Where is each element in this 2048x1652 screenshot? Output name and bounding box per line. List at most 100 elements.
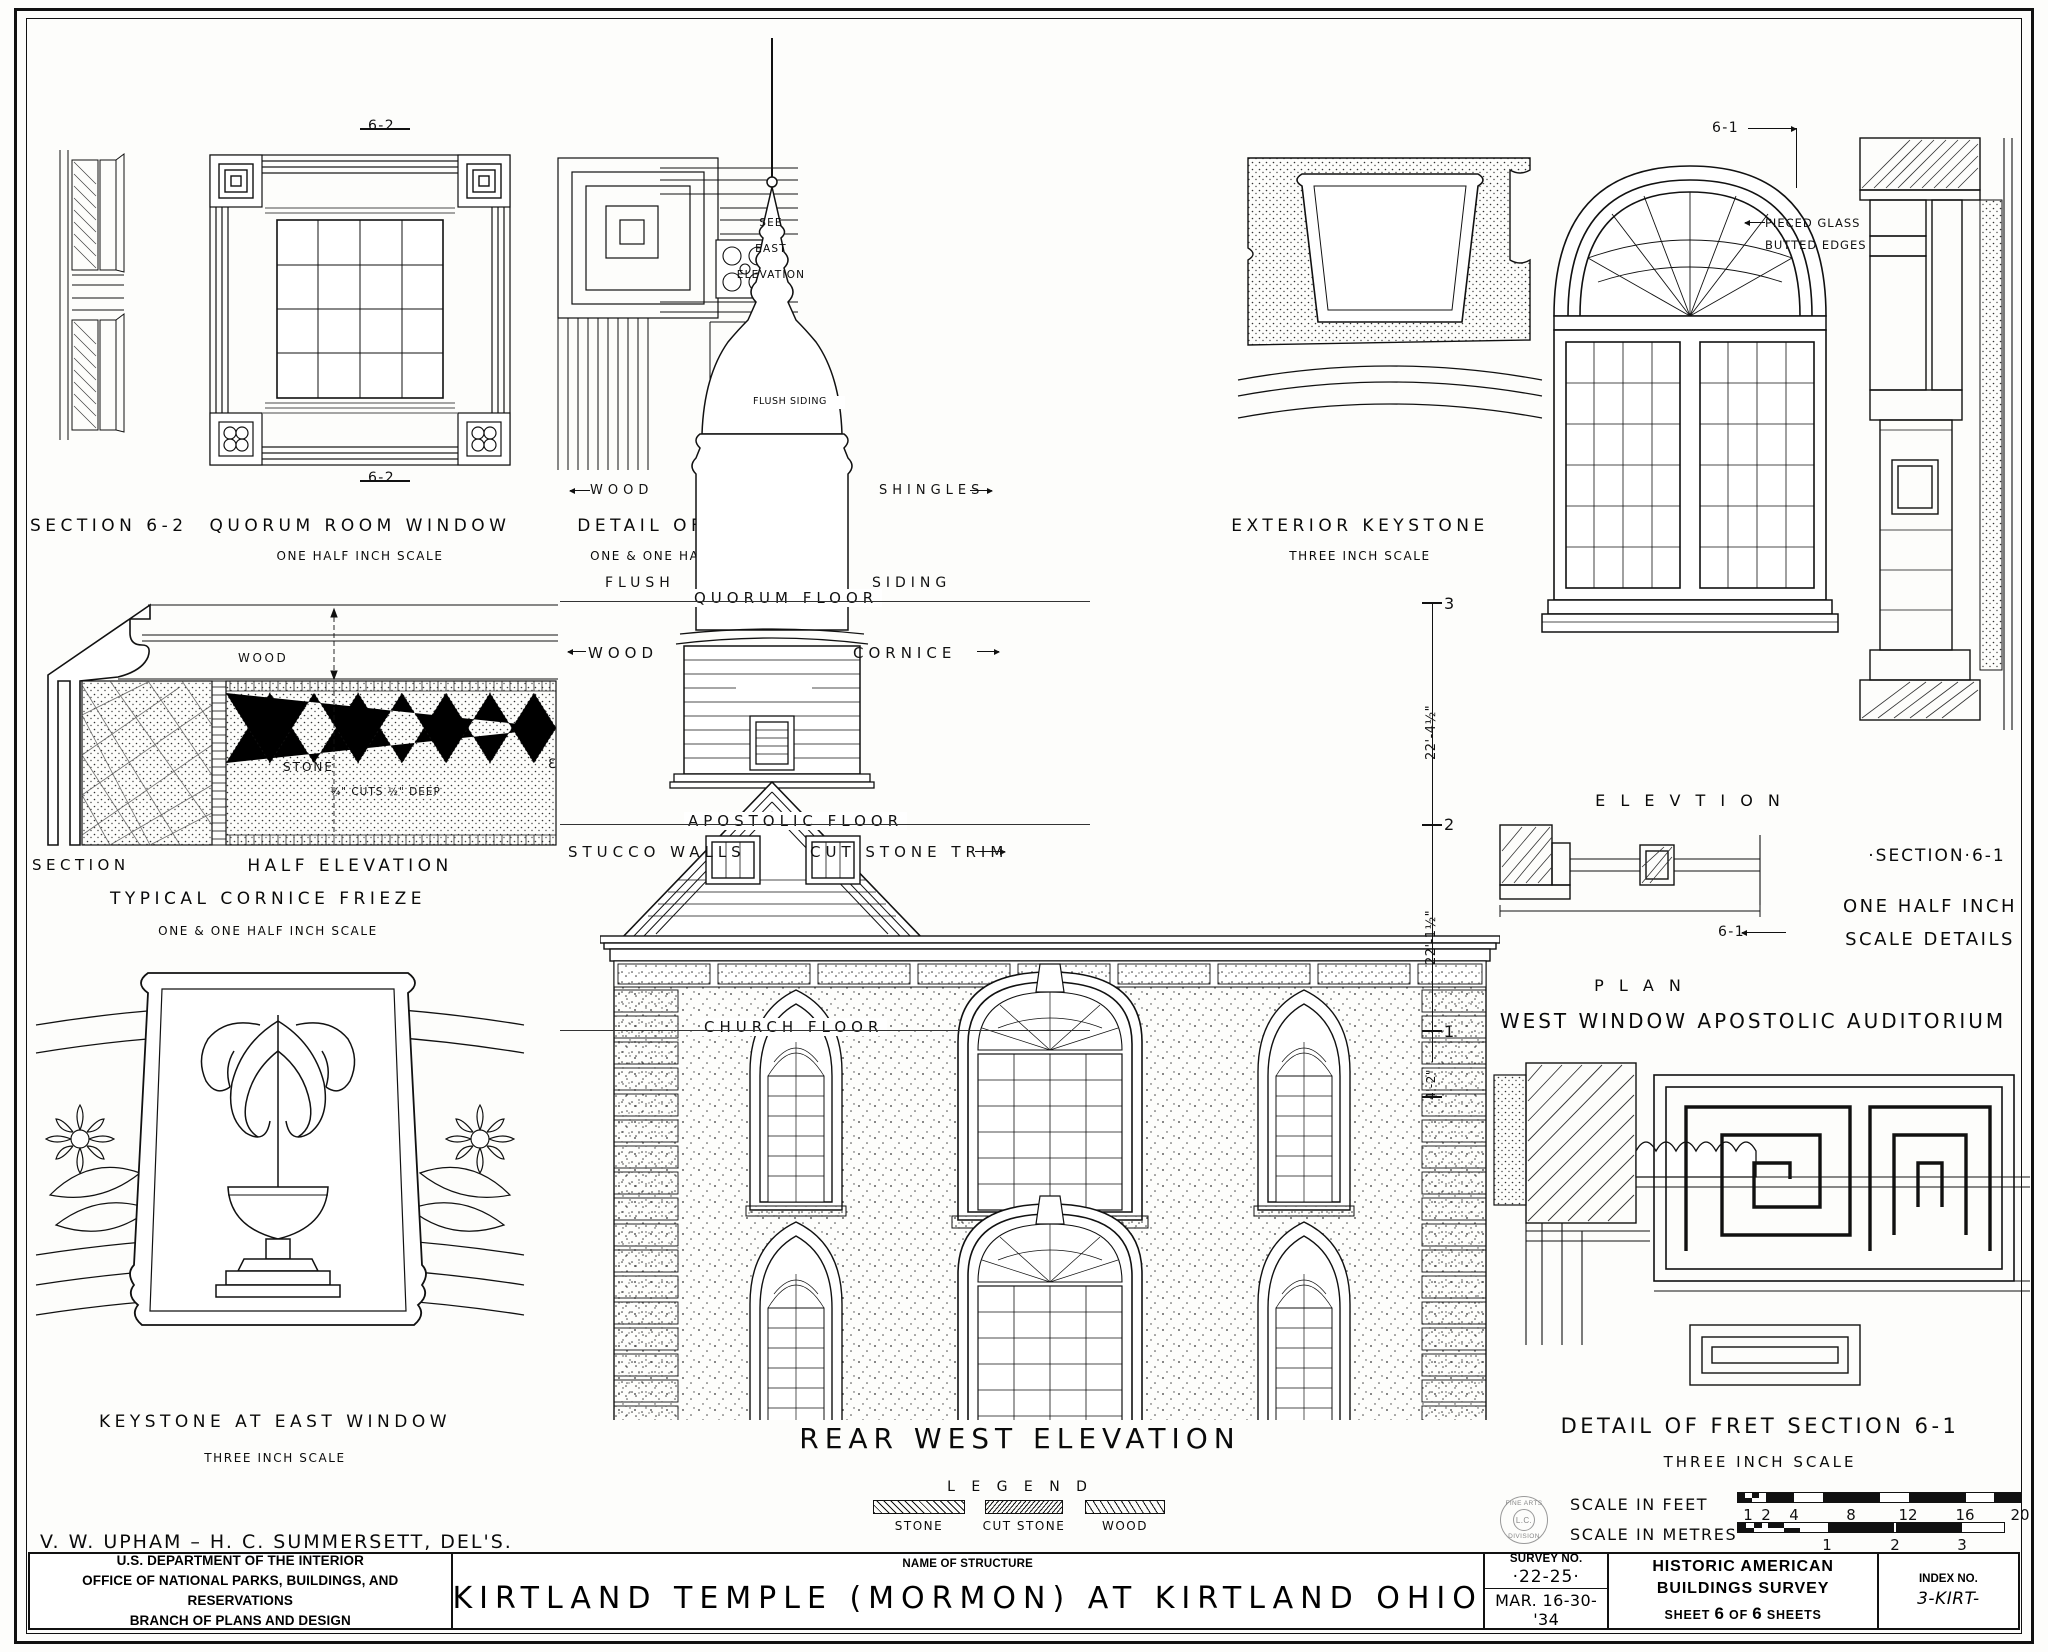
legend-label-stone: STONE <box>894 1519 944 1533</box>
scale-seg <box>1784 1527 1800 1532</box>
level-tick-3 <box>1422 602 1442 604</box>
caption-quorum-room-window-scale: ONE HALF INCH SCALE <box>276 549 444 563</box>
callout-line-6-2-bottom <box>360 480 410 482</box>
caption-keystone-at-east-window-scale: THREE INCH SCALE <box>204 1451 346 1465</box>
annotation-flush-left: FLUSH <box>605 575 675 591</box>
annotation-church-floor: CHURCH FLOOR <box>700 1018 888 1036</box>
dimension-upper: 22'-4½" <box>1424 704 1439 760</box>
sheet-count-line: SHEET 6 OF 6 SHEETS <box>1665 1603 1822 1626</box>
annotation-cornice-cuts: ¼" CUTS ½" DEEP <box>330 786 441 798</box>
annotation-cornice-centerline: ℇ <box>548 757 558 772</box>
title-block-survey: SURVEY NO. ·22-25· MAR. 16-30-'34 <box>1484 1553 1610 1629</box>
annotation-stucco-walls: STUCCO WALLS <box>568 843 746 861</box>
name-of-structure-header: NAME OF STRUCTURE <box>902 1558 1033 1570</box>
caption-quorum-room-window: QUORUM ROOM WINDOW <box>209 516 511 536</box>
habs-line-1: HISTORIC AMERICAN <box>1652 1558 1834 1576</box>
scale-seg <box>1754 1523 1762 1528</box>
stamp-bottom-text: DIVISION <box>1508 1533 1540 1540</box>
caption-section-6-1: ·SECTION·6-1 <box>1868 846 2006 866</box>
caption-typical-cornice-frieze-scale: ONE & ONE HALF INCH SCALE <box>158 924 378 938</box>
annotation-apostolic-floor: APOSTOLIC FLOOR <box>684 812 908 830</box>
scale-tick-feet-2: 2 <box>1761 1506 1771 1524</box>
caption-section-6-1-scale-2: SCALE DETAILS <box>1845 929 2015 950</box>
scale-in-feet-label: SCALE IN FEET <box>1570 1495 1709 1514</box>
callout-label-6-1-plan: 6-1 <box>1718 924 1746 940</box>
callout-label-6-2-bottom: 6-2 <box>368 470 396 486</box>
scale-tick-feet-16: 16 <box>1955 1506 1975 1524</box>
caption-exterior-keystone-scale: THREE INCH SCALE <box>1289 549 1431 563</box>
dimension-line-vertical <box>1432 602 1433 1062</box>
title-block-structure-name: NAME OF STRUCTURE KIRTLAND TEMPLE (MORMO… <box>453 1554 1485 1628</box>
leader-shingles-left <box>570 490 590 491</box>
annotation-cupola-east: EAST <box>755 243 787 255</box>
leader-cut-stone-trim <box>975 851 1005 852</box>
caption-detail-of-fret: DETAIL OF FRET SECTION 6-1 <box>1560 1414 1960 1438</box>
agency-line-2: OFFICE OF NATIONAL PARKS, BUILDINGS, AND… <box>82 1572 399 1608</box>
survey-no-value: ·22-25· <box>1512 1567 1580 1587</box>
library-of-congress-stamp: FINE ARTS L.C. DIVISION <box>1500 1496 1548 1544</box>
habs-line-2: BUILDINGS SURVEY <box>1656 1580 1830 1598</box>
level-mark-1: 1 <box>1444 1022 1455 1041</box>
leader-cornice-right <box>977 651 999 652</box>
detail-west-window-plan <box>1490 815 1790 945</box>
caption-rear-west-elevation: REAR WEST ELEVATION <box>799 1422 1241 1455</box>
level-tick-2 <box>1422 824 1442 826</box>
scale-seg <box>1823 1493 1880 1502</box>
caption-cornice-section: SECTION <box>32 856 130 874</box>
caption-keystone-at-east-window: KEYSTONE AT EAST WINDOW <box>98 1412 452 1432</box>
annotation-wood-shingles-left: WOOD <box>590 483 654 498</box>
delineators-credit: V. W. UPHAM – H. C. SUMMERSETT, DEL'S. <box>40 1531 513 1553</box>
dimension-middle: 22'-1½" <box>1424 909 1439 965</box>
sheet-total: 6 <box>1752 1603 1763 1623</box>
scale-tick-feet-20: 20 <box>2010 1506 2030 1524</box>
caption-section-6-2: SECTION 6-2 <box>30 516 188 536</box>
caption-exterior-keystone: EXTERIOR KEYSTONE <box>1231 516 1489 536</box>
dimension-base: 4'-2" <box>1424 1069 1438 1100</box>
detail-typical-cornice-frieze <box>30 595 560 850</box>
scale-seg <box>1738 1493 1745 1502</box>
annotation-flush-siding-tower: FLUSH SIDING <box>735 396 845 409</box>
title-block-index: INDEX NO. 3-KIRT- <box>1879 1554 2018 1628</box>
legend-swatch-cut-stone <box>985 1500 1063 1514</box>
scale-seg <box>1896 1523 1962 1532</box>
annotation-butted-edges: BUTTED EDGES <box>1765 238 1867 252</box>
survey-date-value: MAR. 16-30-'34 <box>1484 1588 1608 1629</box>
of-word: OF <box>1729 1607 1749 1622</box>
scale-tick-feet-1: 1 <box>1743 1506 1753 1524</box>
level-mark-3: 3 <box>1444 594 1455 613</box>
level-line-quorum <box>560 601 1090 602</box>
detail-exterior-keystone <box>1230 140 1550 470</box>
scale-seg <box>1738 1523 1746 1532</box>
structure-name-value: KIRTLAND TEMPLE (MORMON) AT KIRTLAND OHI… <box>452 1580 1483 1616</box>
annotation-wood-shingles-right: SHINGLES <box>879 483 985 498</box>
sheet-word: SHEET <box>1664 1607 1711 1622</box>
caption-typical-cornice-frieze: TYPICAL CORNICE FRIEZE <box>110 889 426 909</box>
level-tick-1 <box>1422 1030 1442 1032</box>
annotation-pieced-glass: PIECED GLASS <box>1765 216 1861 230</box>
legend-swatch-wood <box>1085 1500 1165 1514</box>
scale-tick-feet-12: 12 <box>1898 1506 1918 1524</box>
annotation-wood-cornice-right: CORNICE <box>853 644 957 662</box>
agency-line-3: BRANCH OF PLANS AND DESIGN <box>129 1613 351 1629</box>
annotation-wood-cornice-left: WOOD <box>588 644 658 662</box>
scale-tick-metres-3: 3 <box>1957 1536 1967 1554</box>
legend-label-cut-stone: CUT STONE <box>982 1519 1066 1533</box>
annotation-cupola-see: SEE <box>759 217 783 229</box>
scale-bar-metres <box>1737 1522 2005 1533</box>
caption-plan: P L A N <box>1594 976 1686 995</box>
detail-section-6-1 <box>1852 130 2022 770</box>
callout-line-6-1-plan <box>1742 932 1786 933</box>
legend-title: L E G E N D <box>947 1479 1093 1495</box>
callout-line-6-1-top <box>1748 128 1796 129</box>
scale-tick-feet-8: 8 <box>1846 1506 1856 1524</box>
caption-section-6-1-scale-1: ONE HALF INCH <box>1842 896 2018 917</box>
stamp-top-text: FINE ARTS <box>1505 1500 1543 1507</box>
annotation-siding-right: SIDING <box>872 575 952 591</box>
title-block: U.S. DEPARTMENT OF THE INTERIOR OFFICE O… <box>28 1552 2020 1630</box>
callout-line-6-2-top <box>360 128 410 130</box>
detail-of-fret <box>1490 1055 2030 1400</box>
detail-keystone-at-east-window <box>30 955 530 1395</box>
callout-label-6-2-top: 6-2 <box>368 118 396 134</box>
scale-seg <box>1746 1527 1754 1532</box>
title-block-agency: U.S. DEPARTMENT OF THE INTERIOR OFFICE O… <box>30 1553 453 1629</box>
